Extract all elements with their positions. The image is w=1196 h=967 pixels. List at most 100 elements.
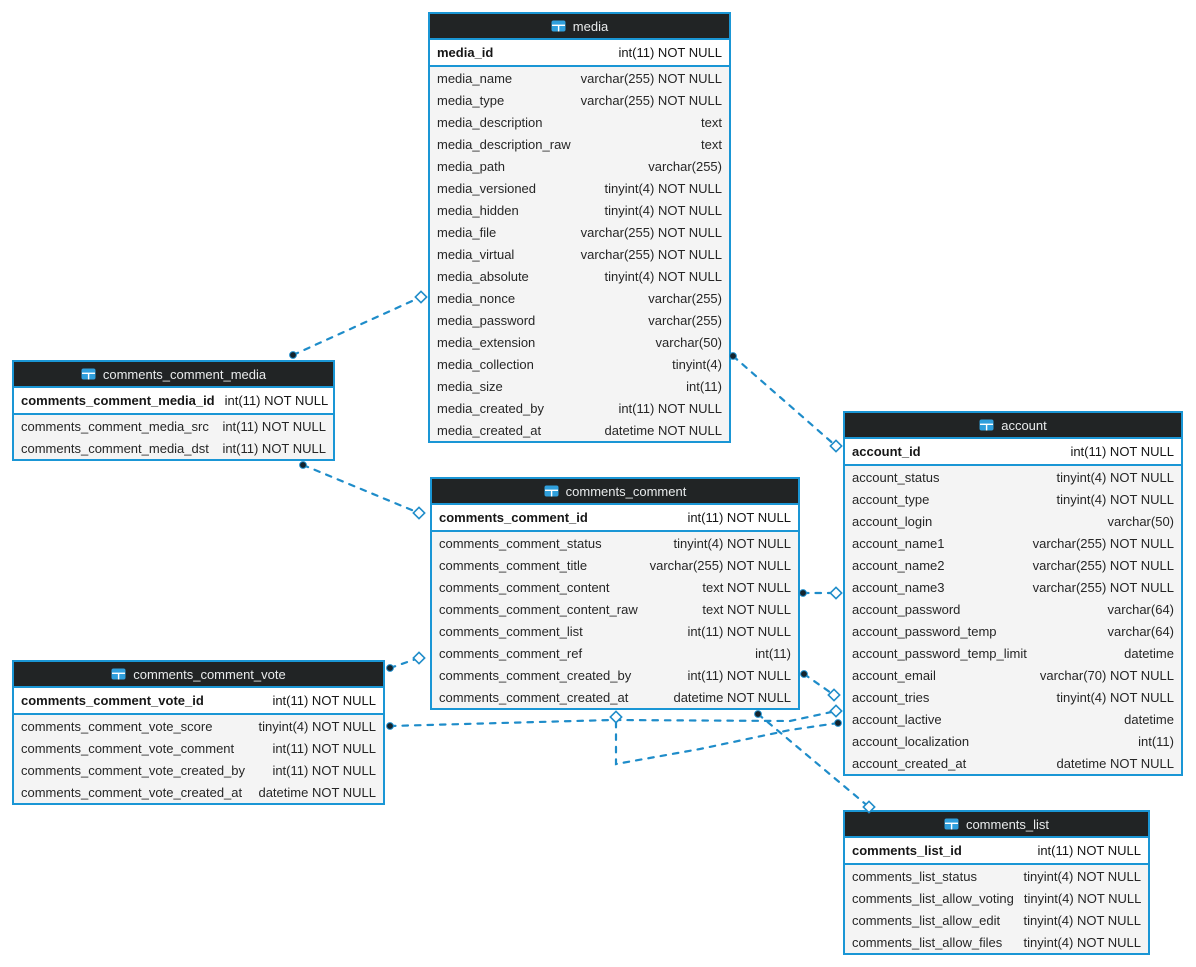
table-icon [111,668,126,680]
column-name: account_password_temp [852,623,997,639]
relation-dot-end [800,670,808,678]
table-title: comments_comment [565,483,687,499]
column-type: varchar(64) [1107,623,1174,639]
relation-line [614,715,840,766]
column-type: varchar(255) NOT NULL [580,70,722,86]
primary-key-name: comments_comment_media_id [21,393,215,408]
table-header[interactable]: media [430,14,729,40]
column-name: account_localization [852,733,970,749]
table-title: account [1001,417,1047,433]
column-row: account_password_temp varchar(64) [845,620,1181,642]
table-icon [81,368,96,380]
relation-dot-end [289,351,297,359]
column-type: datetime NOT NULL [1056,755,1174,771]
table-header[interactable]: comments_list [845,812,1148,838]
table-comments_list[interactable]: comments_list comments_list_id int(11) N… [843,810,1150,955]
primary-key-name: account_id [852,444,921,459]
column-name: account_login [852,513,933,529]
primary-key-row: comments_list_id int(11) NOT NULL [845,838,1148,865]
relation-line [388,656,421,670]
relation-diamond-end [609,710,623,724]
table-comments_comment_vote[interactable]: comments_comment_vote comments_comment_v… [12,660,385,805]
column-row: media_size int(11) [430,375,729,397]
table-media[interactable]: media media_id int(11) NOT NULL media_na… [428,12,731,443]
column-row: comments_comment_content_raw text NOT NUL… [432,598,798,620]
column-type: int(11) NOT NULL [687,667,791,683]
column-name: comments_list_status [852,868,977,884]
primary-key-type: int(11) NOT NULL [618,45,722,60]
relation-comments_comment_media-to-media[interactable] [289,290,428,359]
relation-diamond-end [829,704,843,718]
relation-dot-end [386,664,394,672]
column-type: varchar(70) NOT NULL [1039,667,1174,683]
relation-line [291,295,423,357]
relation-line [731,354,838,448]
table-header[interactable]: account [845,413,1181,439]
column-name: comments_comment_created_at [439,689,629,705]
column-type: varchar(255) NOT NULL [580,246,722,262]
column-name: media_size [437,378,503,394]
relation-line [388,709,838,728]
column-row: comments_comment_content text NOT NULL [432,576,798,598]
column-type: text NOT NULL [702,579,791,595]
column-type: int(11) [686,378,722,394]
relation-comments_comment-to-account-lower[interactable] [800,670,841,702]
column-name: media_nonce [437,290,516,306]
column-type: datetime NOT NULL [604,422,722,438]
table-comments_comment_media[interactable]: comments_comment_media comments_comment_… [12,360,335,461]
relation-comments_comment_vote-to-comments_comment[interactable] [386,651,426,672]
column-type: varchar(255) NOT NULL [1032,579,1174,595]
relation-comments_comment-to-account-upper[interactable] [799,586,843,600]
primary-key-type: int(11) NOT NULL [687,510,791,525]
column-type: tinyint(4) NOT NULL [673,535,791,551]
relation-diamond-end [412,651,426,665]
column-name: comments_comment_created_by [439,667,632,683]
column-type: varchar(64) [1107,601,1174,617]
column-type: datetime NOT NULL [673,689,791,705]
relation-account-to-comments_comment-ref[interactable] [609,710,842,766]
table-header[interactable]: comments_comment_vote [14,662,383,688]
table-comments_comment[interactable]: comments_comment comments_comment_id int… [430,477,800,710]
column-type: varchar(50) [1107,513,1174,529]
table-header[interactable]: comments_comment_media [14,362,333,388]
primary-key-name: comments_comment_vote_id [21,693,204,708]
column-name: comments_comment_content [439,579,610,595]
primary-key-name: media_id [437,45,494,60]
column-name: comments_comment_media_dst [21,440,209,456]
column-type: tinyint(4) NOT NULL [604,180,722,196]
table-header[interactable]: comments_comment [432,479,798,505]
table-title: comments_list [965,816,1050,832]
relation-comments_comment_media-to-comments_comment[interactable] [299,461,426,520]
relation-dot-end [799,589,807,597]
column-type: varchar(255) NOT NULL [580,224,722,240]
relation-media-to-account[interactable] [729,352,843,453]
table-icon [544,485,559,497]
relation-diamond-end [829,586,843,600]
column-type: varchar(255) NOT NULL [1032,535,1174,551]
primary-key-row: account_id int(11) NOT NULL [845,439,1181,466]
column-name: account_name3 [852,579,945,595]
column-name: comments_comment_content_raw [439,601,638,617]
table-account[interactable]: account account_id int(11) NOT NULL acco… [843,411,1183,776]
column-type: text NOT NULL [702,601,791,617]
column-name: comments_comment_status [439,535,602,551]
